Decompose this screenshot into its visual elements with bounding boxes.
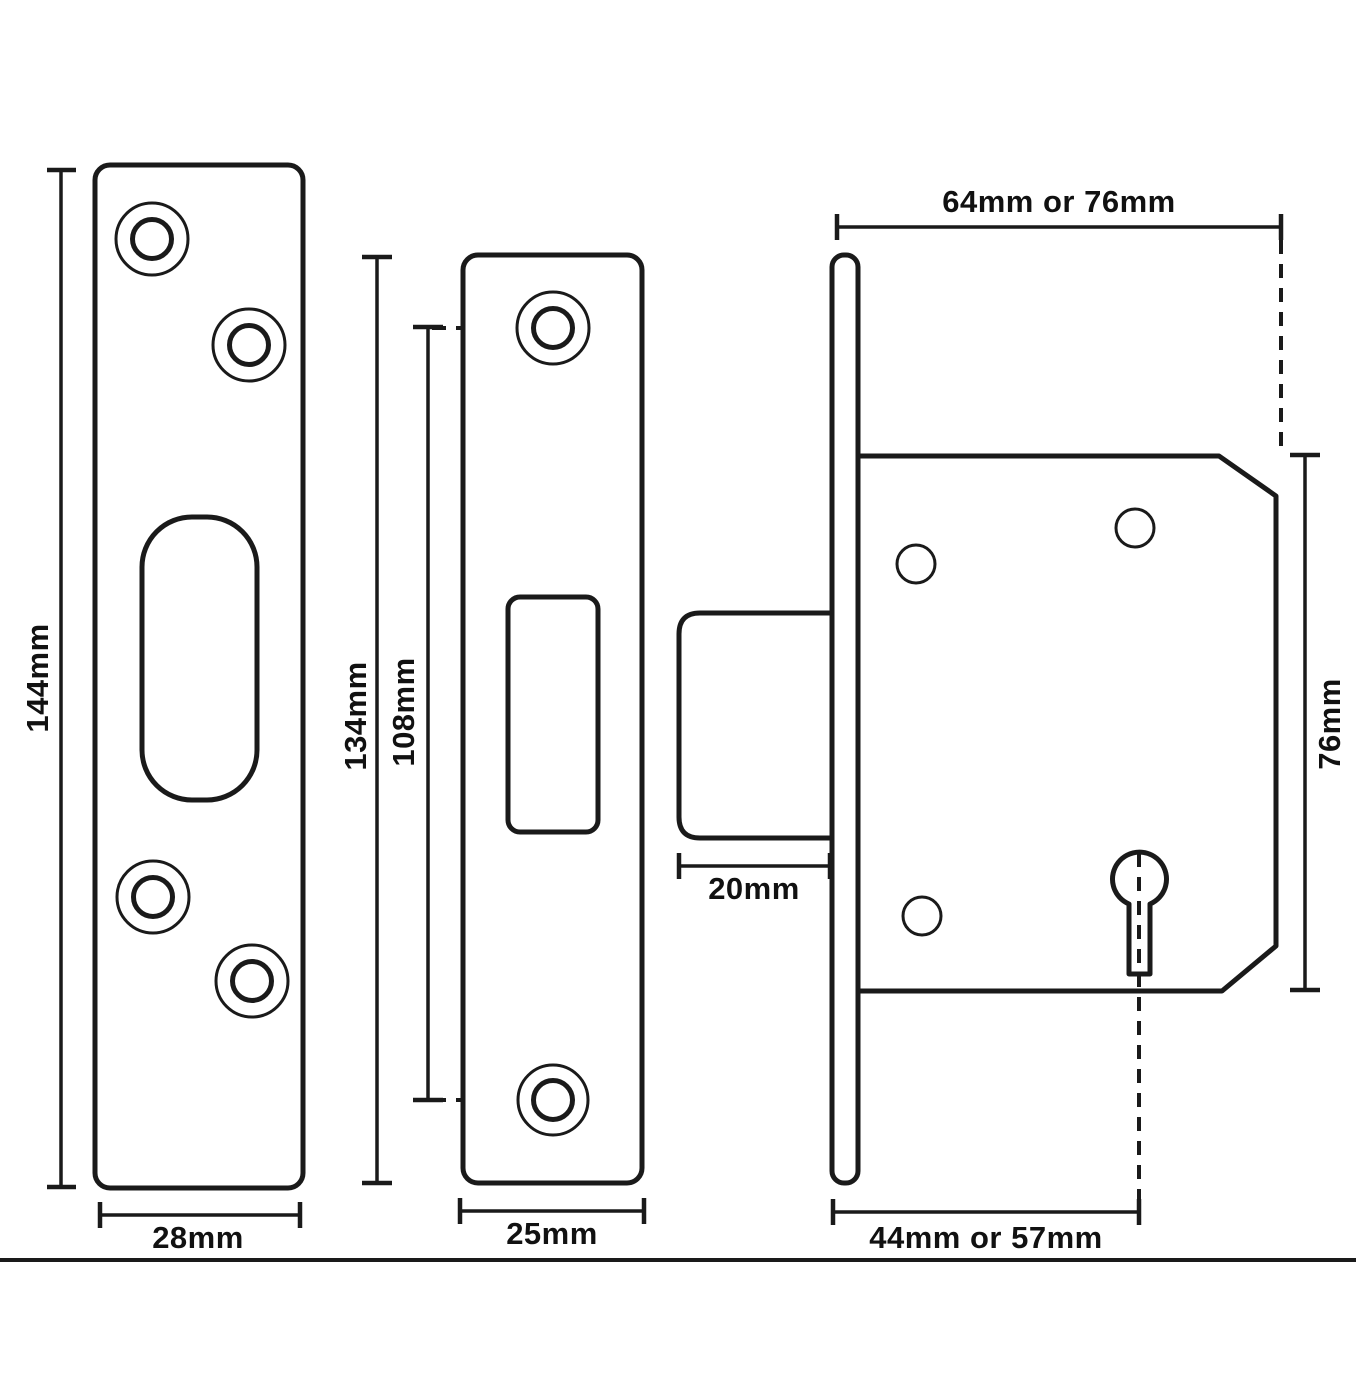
faceplate-screw-hole bbox=[516, 1063, 590, 1137]
dim-label-134mm: 134mm bbox=[338, 661, 373, 770]
dim-44-57mm: 44mm or 57mm bbox=[830, 1199, 1142, 1255]
faceplate-screw-hole bbox=[515, 290, 591, 366]
strike-plate-screw-hole bbox=[214, 943, 290, 1019]
faceplate-bolt-opening bbox=[505, 594, 601, 835]
strike-plate-screw-hole bbox=[211, 307, 287, 383]
dim-28mm: 28mm bbox=[97, 1202, 303, 1255]
case-hole bbox=[895, 543, 937, 585]
strike-plate-view: 144mm 28mm bbox=[20, 162, 306, 1255]
strike-plate-screw-hole bbox=[115, 859, 191, 935]
dim-108mm: 108mm bbox=[386, 324, 443, 1103]
case-hole bbox=[901, 895, 943, 937]
dim-label-64-76mm: 64mm or 76mm bbox=[942, 184, 1175, 219]
dim-134mm: 134mm bbox=[338, 254, 392, 1186]
dim-label-76mm: 76mm bbox=[1312, 678, 1347, 770]
faceplate-view: 134mm 108mm 25mm bbox=[338, 252, 647, 1251]
strike-plate-screw-hole bbox=[114, 201, 190, 277]
case-hole bbox=[1114, 507, 1156, 549]
strike-plate-bolt-slot bbox=[139, 514, 260, 803]
dim-label-20mm: 20mm bbox=[708, 871, 800, 906]
dim-20mm: 20mm bbox=[676, 853, 833, 906]
dim-label-144mm: 144mm bbox=[20, 623, 55, 732]
dim-label-25mm: 25mm bbox=[506, 1216, 598, 1251]
dim-144mm: 144mm bbox=[20, 167, 76, 1190]
deadbolt bbox=[676, 610, 832, 841]
dim-label-108mm: 108mm bbox=[386, 657, 421, 766]
dim-label-28mm: 28mm bbox=[152, 1220, 244, 1255]
dim-64-76mm: 64mm or 76mm bbox=[834, 184, 1284, 240]
lock-faceplate-strip bbox=[829, 252, 861, 1186]
dim-25mm: 25mm bbox=[457, 1198, 647, 1251]
dim-76mm: 76mm bbox=[1290, 452, 1347, 993]
dim-label-44-57mm: 44mm or 57mm bbox=[869, 1220, 1102, 1255]
lock-body-view: 64mm or 76mm 20mm 76mm bbox=[676, 184, 1347, 1255]
